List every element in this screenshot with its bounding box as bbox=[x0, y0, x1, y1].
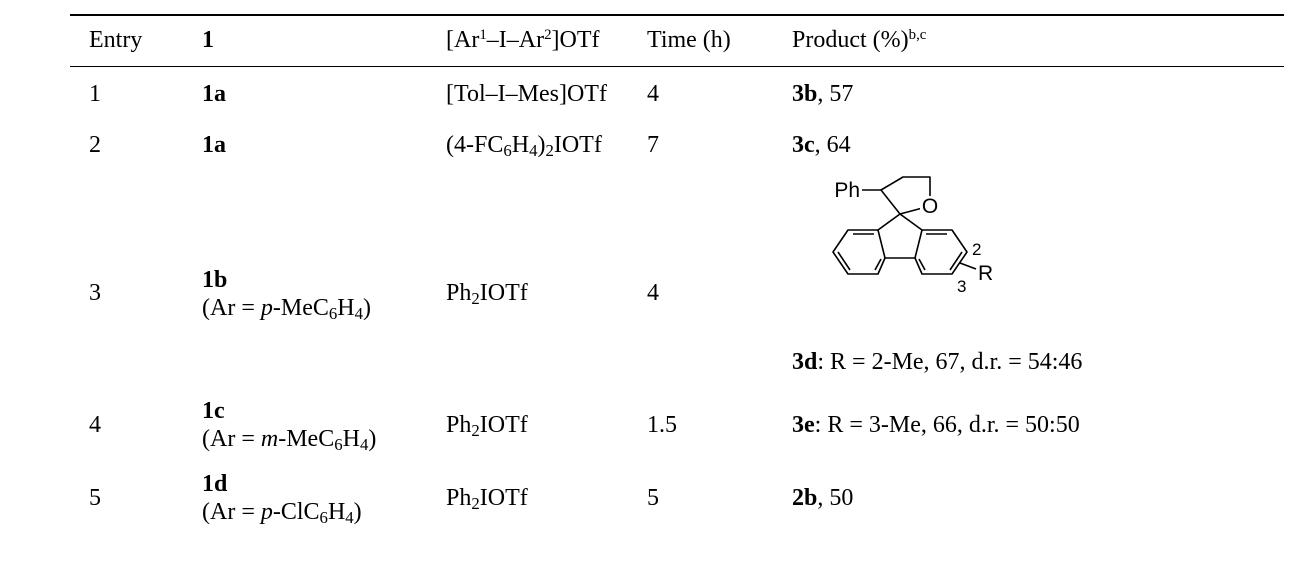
row4-time: 1.5 bbox=[647, 412, 677, 438]
row5-entry: 5 bbox=[89, 485, 101, 511]
row2-salt: (4-FC6H4)2IOTf bbox=[446, 132, 602, 161]
row5-product: 2b, 50 bbox=[792, 485, 854, 511]
row2-product: 3c, 64 bbox=[792, 132, 851, 158]
header-product: Product (%)b,c bbox=[792, 26, 927, 53]
row1-product: 3b, 57 bbox=[792, 81, 854, 107]
r-group-label: R bbox=[978, 262, 993, 285]
header-iodonium-salt: [Ar1–I–Ar2]OTf bbox=[446, 26, 600, 53]
table-header-rule bbox=[70, 66, 1284, 68]
header-substrate: 1 bbox=[202, 27, 214, 53]
row4-entry: 4 bbox=[89, 412, 101, 438]
row5-substrate: 1d (Ar = p-ClC6H4) bbox=[202, 471, 362, 528]
row1-time: 4 bbox=[647, 81, 659, 107]
row4-substrate: 1c (Ar = m-MeC6H4) bbox=[202, 398, 377, 455]
oxygen-atom-label: O bbox=[922, 195, 938, 218]
row3-salt: Ph2IOTf bbox=[446, 280, 528, 309]
row4-product: 3e: R = 3-Me, 66, d.r. = 50:50 bbox=[792, 412, 1080, 438]
table-top-rule bbox=[70, 14, 1284, 16]
row3-substrate: 1b (Ar = p-MeC6H4) bbox=[202, 267, 371, 324]
position-2-label: 2 bbox=[972, 240, 981, 259]
row3-entry: 3 bbox=[89, 280, 101, 306]
row1-entry: 1 bbox=[89, 81, 101, 107]
header-entry: Entry bbox=[89, 27, 143, 53]
row3-product: 3d: R = 2-Me, 67, d.r. = 54:46 bbox=[792, 349, 1083, 375]
header-time: Time (h) bbox=[647, 27, 731, 53]
spiro-fluorene-structure: O Ph R 2 3 bbox=[832, 176, 993, 296]
row1-substrate: 1a bbox=[202, 81, 226, 107]
position-3-label: 3 bbox=[957, 277, 966, 296]
row2-entry: 2 bbox=[89, 132, 101, 158]
row2-substrate: 1a bbox=[202, 132, 226, 158]
row5-salt: Ph2IOTf bbox=[446, 485, 528, 514]
row1-salt: [Tol–I–Mes]OTf bbox=[446, 81, 607, 107]
row3-time: 4 bbox=[647, 280, 659, 306]
phenyl-label: Ph bbox=[834, 179, 860, 202]
row4-salt: Ph2IOTf bbox=[446, 412, 528, 441]
row5-time: 5 bbox=[647, 485, 659, 511]
row2-time: 7 bbox=[647, 132, 659, 158]
